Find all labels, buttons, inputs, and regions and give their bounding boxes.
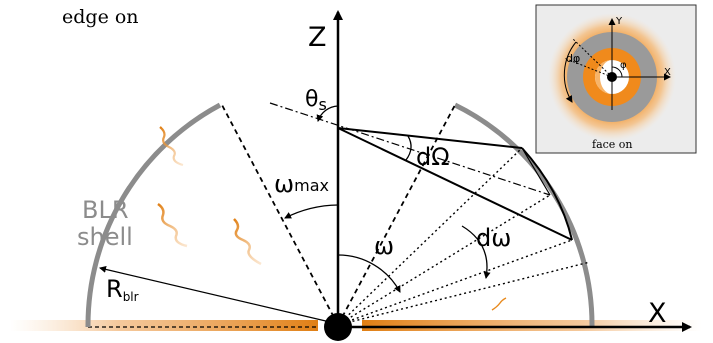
omega-max-label: ωmax	[274, 170, 329, 198]
inset-phi-arc	[611, 66, 623, 78]
radius-arrow	[99, 265, 331, 323]
blr-shell-label-line2: shell	[77, 223, 133, 251]
cone-boundary-left	[221, 104, 339, 326]
shell-segment	[521, 147, 573, 241]
face-on-label: face on	[592, 138, 633, 151]
face-on-inset: Y X φ dφ face on	[535, 4, 697, 154]
edge-on-label: edge on	[62, 6, 139, 28]
central-black-hole	[324, 313, 352, 341]
d-omega-label: dω	[476, 224, 511, 252]
inset-x-label: X	[664, 67, 671, 78]
d-omega-arc	[461, 225, 491, 279]
blr-shell-label-line1: BLR	[82, 196, 129, 224]
d-omega-solid-arc	[405, 135, 412, 161]
accretion-disk-right	[362, 320, 702, 331]
emission-wiggle-3	[233, 218, 262, 266]
inset-phi-label: φ	[620, 60, 627, 71]
ray-dotted-4	[337, 261, 591, 326]
omega-max-arc	[284, 204, 339, 219]
accretion-disk-left	[10, 320, 318, 331]
inset-ray-2	[563, 57, 613, 78]
inset-black-hole	[607, 72, 617, 82]
inset-dphi-label: dφ	[566, 52, 580, 65]
cone-boundary-right	[337, 104, 456, 326]
solid-angle-upper	[337, 127, 523, 149]
theta-s-arc	[316, 105, 339, 122]
d-omega-solid-label: dΩ	[416, 143, 450, 171]
blr-radius-label: Rblr	[106, 275, 139, 304]
z-axis-label: Z	[308, 22, 327, 53]
ray-dotted-2	[337, 194, 551, 326]
theta-s-label: θs	[305, 87, 327, 114]
x-axis-label: X	[648, 298, 667, 329]
ray-dotted-3	[337, 239, 573, 326]
blr-shell-left-arc	[85, 102, 222, 328]
omega-arc	[337, 254, 401, 293]
omega-label: ω	[374, 232, 394, 260]
solid-angle-lower	[337, 127, 573, 241]
inset-y-label: Y	[615, 16, 623, 27]
emission-wiggle-4	[491, 297, 507, 311]
emission-wiggle-1	[159, 126, 184, 167]
inset-ray-1	[571, 37, 613, 78]
emission-wiggle-2	[157, 202, 188, 248]
shell-element-chord	[521, 147, 551, 196]
inset-inner-crescent	[595, 60, 612, 94]
inset-dphi-arc	[563, 41, 577, 103]
